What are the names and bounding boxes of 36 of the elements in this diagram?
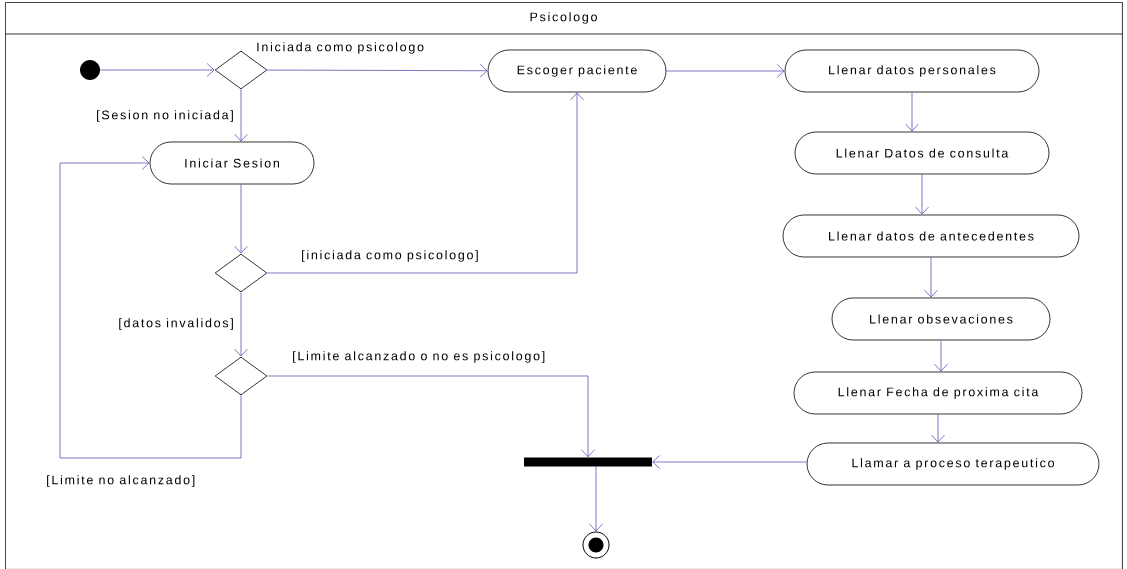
edge-label: [Sesion no iniciada]: [95, 109, 235, 123]
arrow: [915, 174, 929, 215]
action-box: Llenar datos de antecedentes: [782, 214, 1080, 258]
action-box: Iniciar Sesion: [149, 141, 315, 185]
arrow: [234, 184, 248, 254]
final-node: [582, 531, 610, 559]
arrow: [234, 89, 248, 142]
decision-diamond: [214, 253, 268, 293]
initial-node: [80, 60, 100, 80]
edge-label: [Limite no alcanzado]: [45, 474, 197, 488]
arrow: [666, 64, 785, 78]
arrow: [99, 63, 215, 77]
arrow: [652, 455, 807, 469]
arrow: [234, 292, 248, 357]
decision-diamond: [214, 50, 268, 90]
arrow: [266, 63, 488, 78]
arrow: [267, 92, 584, 274]
fork-bar: [524, 457, 652, 467]
arrow: [267, 375, 595, 458]
action-box: Llamar a proceso terapeutico: [806, 442, 1100, 486]
arrow: [924, 257, 938, 298]
arrow: [589, 466, 603, 532]
action-box: Llenar datos personales: [784, 49, 1040, 93]
action-box: Llenar Datos de consulta: [794, 131, 1050, 175]
edge-label: [datos invalidos]: [117, 317, 235, 331]
arrow: [934, 340, 948, 372]
arrow: [931, 414, 945, 443]
edge-label: [Limite alcanzado o no es psicologo]: [291, 350, 547, 364]
action-box: Escoger paciente: [487, 49, 667, 93]
edge-label: [iniciada como psicologo]: [300, 249, 480, 263]
edge-label: Iniciada como psicologo: [255, 41, 425, 55]
action-box: Llenar Fecha de proxima cita: [793, 371, 1083, 415]
arrow: [905, 92, 919, 132]
decision-diamond: [214, 356, 268, 396]
action-box: Llenar obsevaciones: [831, 297, 1051, 341]
arrow: [59, 156, 242, 459]
